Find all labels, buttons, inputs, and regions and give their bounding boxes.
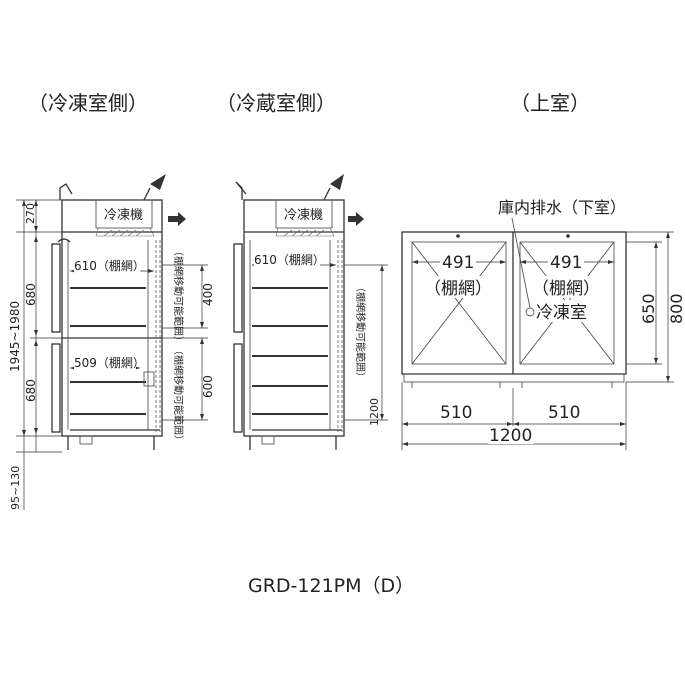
compressor-label-right: 冷凍機 [284, 207, 323, 223]
dim-510-right: 510 [548, 403, 580, 423]
dim-680-upper: 680 [24, 283, 38, 306]
heading-fridge-side: （冷蔵室側） [216, 91, 336, 115]
shelf-range-lower-label: （棚網移動可能範囲） [172, 345, 185, 445]
dim-680-lower: 680 [24, 379, 38, 402]
compressor-label-left: 冷凍機 [104, 207, 143, 223]
dim-600: 600 [201, 375, 215, 398]
heading-top-view: （上室） [510, 91, 590, 115]
dim-95-130: 95~130 [9, 466, 22, 510]
freezer-side-view: 270 680 680 1945~1980 95~130 冷凍機 [8, 174, 215, 510]
top-491-left: 491 [442, 253, 474, 273]
shelf-610-left-label: 610（棚網） [74, 258, 145, 273]
dim-400: 400 [201, 283, 215, 306]
heading-freezer-side: （冷凍室側） [28, 91, 148, 115]
dim-1945-1980: 1945~1980 [8, 301, 22, 372]
dim-800: 800 [667, 293, 685, 324]
model-name: GRD-121PM（D） [248, 575, 414, 597]
shelf-range-upper-label: （棚網移動可能範囲） [172, 246, 185, 346]
shelf-610-right-label: 610（棚網） [254, 252, 325, 267]
drain-label: 庫内排水（下室） [498, 198, 626, 217]
shelf-509-label: 509（棚網） [74, 355, 145, 370]
freezer-room-label: 冷凍室 [536, 303, 587, 323]
top-shelf-left: （棚網） [424, 279, 492, 299]
dim-510-left: 510 [440, 403, 472, 423]
dim-1200-side: 1200 [368, 398, 381, 426]
dim-650: 650 [639, 293, 658, 324]
top-491-right: 491 [550, 253, 582, 273]
dim-1200-width: 1200 [489, 426, 532, 446]
top-shelf-right: （棚網） [532, 279, 600, 299]
top-view: 491 491 （棚網） （棚網） 冷凍室 庫内排水（下室） 650 800 [401, 198, 685, 450]
dim-270: 270 [24, 203, 37, 224]
shelf-range-right-label: （棚網移動可能範囲） [354, 282, 367, 382]
fridge-side-view: 冷凍機 610（棚網） 1200 （棚網移動可能範囲） [233, 174, 388, 450]
